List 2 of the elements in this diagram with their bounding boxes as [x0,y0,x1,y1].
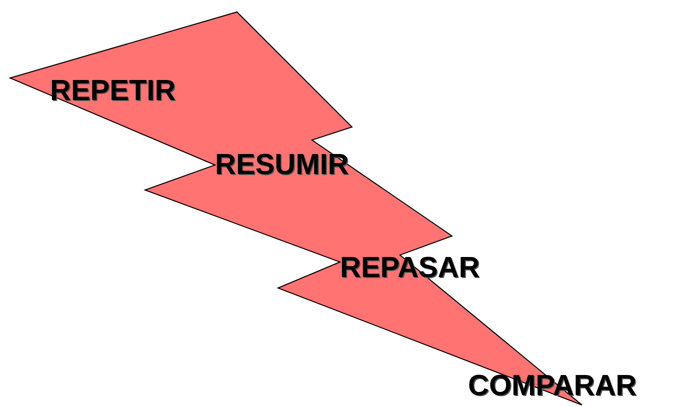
bolt-label: REPETIR [50,77,176,106]
bolt-label: RESUMIR [215,151,349,180]
